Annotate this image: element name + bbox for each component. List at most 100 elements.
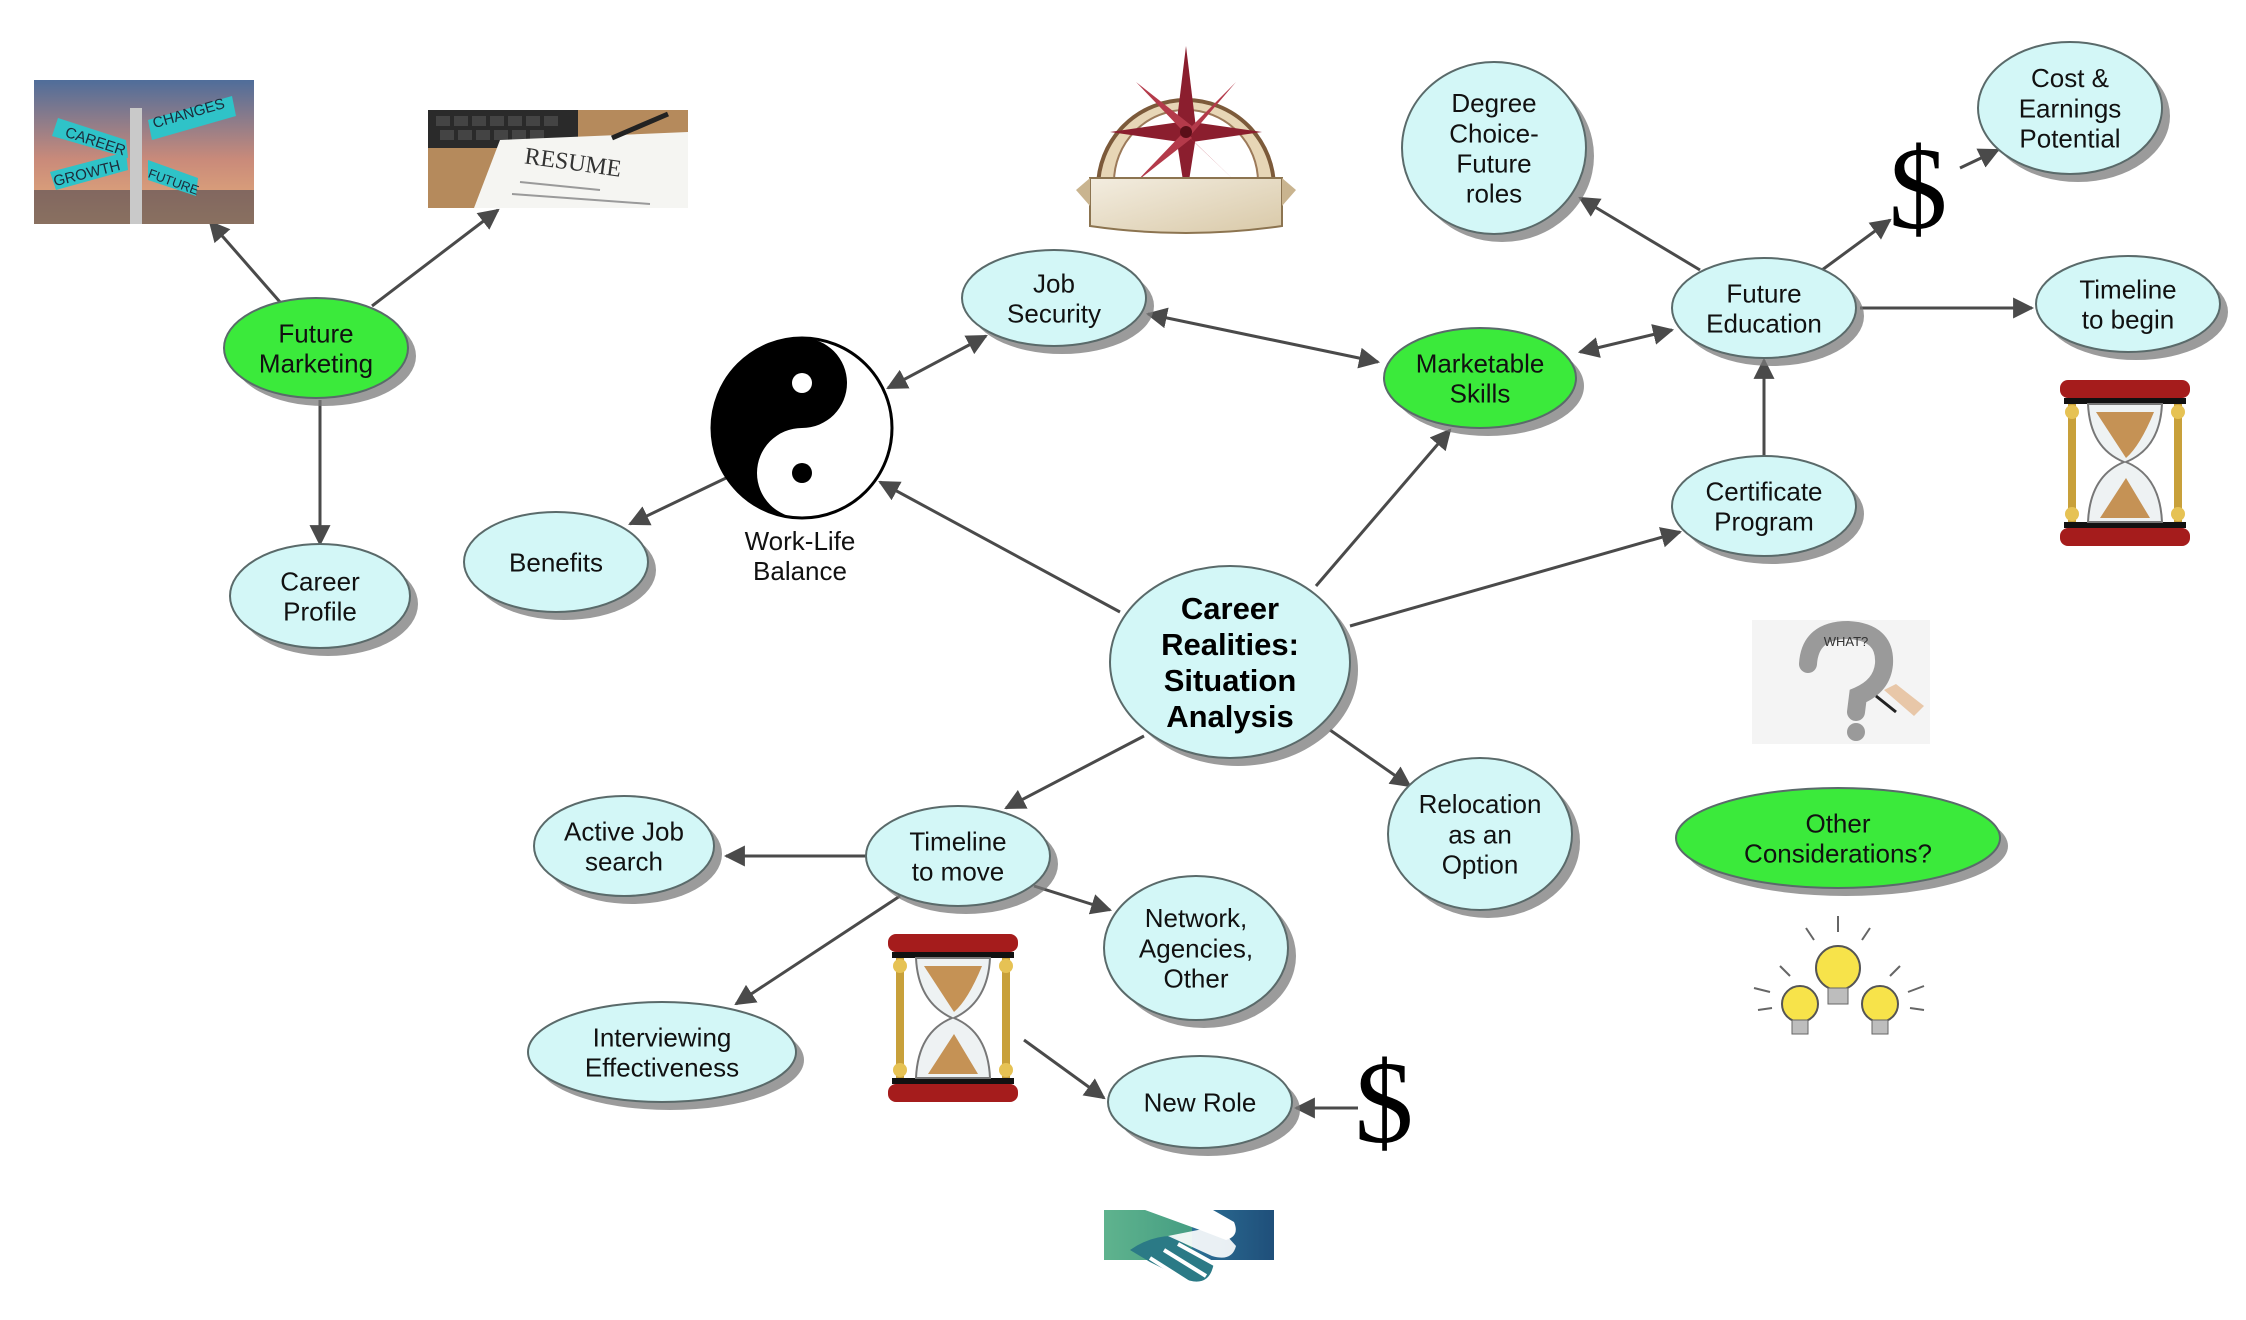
compass-icon xyxy=(1076,46,1296,234)
node-shape xyxy=(1977,41,2163,175)
node-shape xyxy=(865,805,1051,907)
connector-layer xyxy=(208,148,2035,1119)
node-shape xyxy=(1383,327,1577,429)
edge-worklife-job-security xyxy=(886,334,988,390)
node-label-relocation-line1: Relocation xyxy=(1419,789,1542,819)
node-label-future-marketing-line2: Marketing xyxy=(259,348,373,378)
node-label-cost-earnings-line3: Potential xyxy=(2019,124,2120,154)
node-shape xyxy=(463,511,649,613)
node-label-degree-choice-line1: Degree xyxy=(1451,88,1536,118)
node-label-timeline-begin-line1: Timeline xyxy=(2079,274,2176,304)
node-label-interviewing-line1: Interviewing xyxy=(593,1022,732,1052)
node-shape xyxy=(229,543,411,649)
hourglass-icon xyxy=(2060,380,2190,546)
node-label-degree-choice-line2: Choice- xyxy=(1449,118,1539,148)
node-shape xyxy=(1671,257,1857,359)
node-label-certificate-program-line2: Program xyxy=(1714,506,1814,536)
node-shape xyxy=(223,297,409,399)
edge-skills-education xyxy=(1577,324,1675,358)
node-shape xyxy=(1107,1055,1293,1149)
node-label-degree-choice-line4: roles xyxy=(1466,179,1522,209)
handshake-icon xyxy=(1104,1199,1274,1288)
resume-icon: RESUME xyxy=(428,110,688,208)
node-label-benefits-line1: Benefits xyxy=(509,547,603,577)
node-shape xyxy=(2035,255,2221,353)
node-label-center-line3: Situation xyxy=(1164,663,1297,698)
edge-center-skills xyxy=(1314,428,1452,587)
node-label-other-considerations-line1: Other xyxy=(1805,808,1870,838)
work-life-label-line1: Work-Life xyxy=(745,526,856,556)
dollar-icon: $ xyxy=(1355,1037,1414,1168)
question-mark-icon: WHAT? xyxy=(1752,620,1930,744)
node-label-center-line1: Career xyxy=(1181,591,1279,626)
node-label-active-job-search-line2: search xyxy=(585,846,663,876)
edge-center-worklife xyxy=(878,480,1121,614)
node-label-future-education-line1: Future xyxy=(1726,278,1801,308)
hourglass-icon xyxy=(888,934,1018,1102)
edge-worklife-benefits xyxy=(628,476,727,526)
node-label-new-role-line1: New Role xyxy=(1144,1087,1257,1117)
node-label-marketable-skills-line1: Marketable xyxy=(1416,348,1545,378)
work-life-label-line2: Balance xyxy=(753,556,847,586)
node-label-cost-earnings-line2: Earnings xyxy=(2019,93,2122,123)
node-label-timeline-move-line2: to move xyxy=(912,856,1005,886)
edge-hourglass-new-role xyxy=(1023,1038,1106,1100)
node-label-certificate-program-line1: Certificate xyxy=(1705,476,1822,506)
node-label-center-line2: Realities: xyxy=(1161,627,1299,662)
node-label-career-profile-line2: Profile xyxy=(283,596,357,626)
node-shape xyxy=(1109,565,1351,759)
edge-center-relocation xyxy=(1329,728,1412,788)
edge-marketing-resume xyxy=(371,208,500,308)
node-shape xyxy=(1401,61,1587,235)
yin-yang-icon xyxy=(710,336,894,520)
node-label-interviewing-line2: Effectiveness xyxy=(585,1052,739,1082)
node-shape xyxy=(527,1001,797,1103)
node-label-relocation-line3: Option xyxy=(1442,850,1519,880)
node-shape xyxy=(1103,875,1289,1021)
node-label-timeline-begin-line2: to begin xyxy=(2082,304,2175,334)
node-shape xyxy=(1671,455,1857,557)
node-label-career-profile-line1: Career xyxy=(280,566,360,596)
node-label-network-line3: Other xyxy=(1163,964,1228,994)
edge-timeline-interviewing xyxy=(734,894,901,1006)
edge-dollar-cost xyxy=(1959,148,2000,170)
node-label-future-marketing-line1: Future xyxy=(278,318,353,348)
node-shape xyxy=(1675,787,2001,889)
edge-timeline-network xyxy=(1033,884,1113,915)
node-label-timeline-move-line1: Timeline xyxy=(909,826,1006,856)
node-label-center-line4: Analysis xyxy=(1166,699,1294,734)
edge-education-degree xyxy=(1578,196,1701,272)
signpost-icon: CAREER CHANGES GROWTH FUTURE xyxy=(34,80,254,224)
edge-marketing-signpost xyxy=(208,220,282,303)
node-layer: CareerRealities:SituationAnalysisFutureM… xyxy=(223,41,2228,1156)
dollar-icon: $ xyxy=(1889,123,1948,254)
node-label-active-job-search-line1: Active Job xyxy=(564,816,684,846)
node-shape xyxy=(961,249,1147,347)
node-shape xyxy=(1387,757,1573,911)
node-shape xyxy=(533,795,715,897)
node-label-degree-choice-line3: Future xyxy=(1456,148,1531,178)
node-benefits: Benefits xyxy=(463,511,656,620)
edge-education-dollar xyxy=(1821,218,1892,272)
lightbulbs-icon xyxy=(1753,916,1925,1035)
question-words: WHAT? xyxy=(1824,634,1869,649)
node-network: Network,Agencies,Other xyxy=(1103,875,1296,1028)
node-label-job-security-line2: Security xyxy=(1007,298,1101,328)
node-label-cost-earnings-line1: Cost & xyxy=(2031,63,2109,93)
node-label-marketable-skills-line2: Skills xyxy=(1450,378,1511,408)
node-label-job-security-line1: Job xyxy=(1033,268,1075,298)
node-new-role: New Role xyxy=(1107,1055,1300,1156)
edge-job-security-skills xyxy=(1145,307,1381,369)
